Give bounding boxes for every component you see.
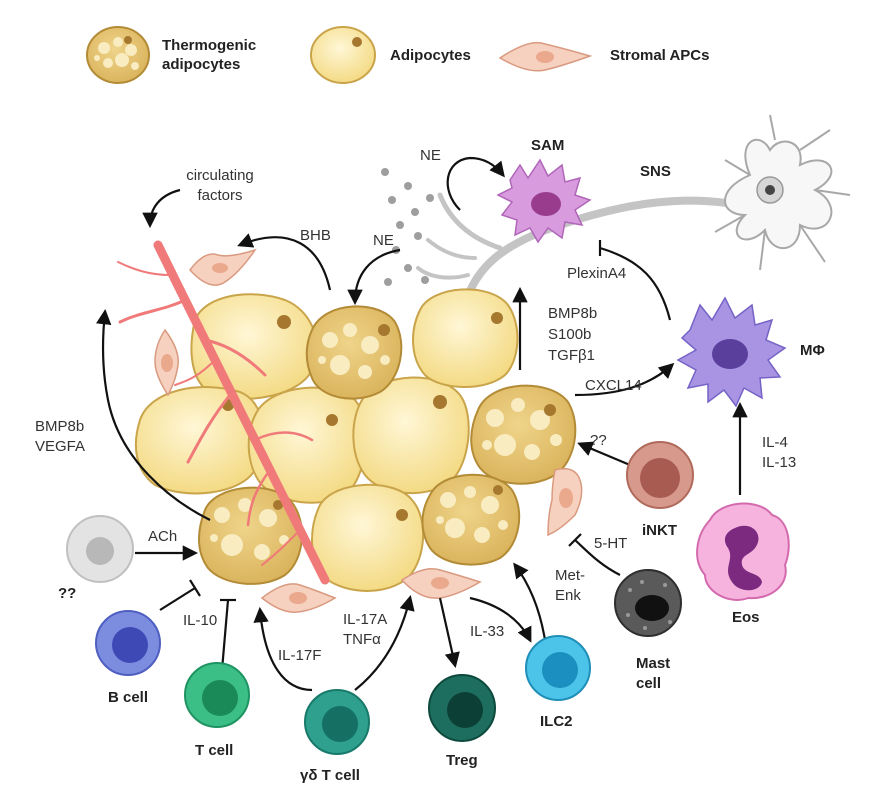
inhibit-tcell [220,599,230,671]
macrophage-label: MΦ [800,342,825,359]
macrophage-cell [676,296,787,408]
gd-t-cell [304,689,370,755]
inhibit-mac-plexin [599,246,672,321]
unknown-cell-label: ?? [58,585,76,602]
ne-label-top: NE [420,147,441,164]
arrow-inkt [577,441,631,467]
arrow-circulating [142,188,181,229]
arrow-il33 [469,596,532,643]
arrow-il17a [354,595,415,691]
stromal-cell-left [154,328,179,397]
sns-neuron [416,114,851,322]
signal-arrows [96,156,748,692]
stromal-cell-top [189,248,257,286]
stromal-cells [154,248,583,613]
ach-label: ACh [148,528,177,545]
legend-adipocyte-icon [310,26,376,84]
legend-stromal-icon [498,41,593,72]
ne-label-mid: NE [373,232,394,249]
arrow-bhb [237,233,332,291]
inkt-unknown-label: ?? [590,432,607,449]
mast-cell [614,569,682,637]
thermo-adipocyte-3 [421,473,521,566]
blood-vessel [117,240,330,585]
treg-cell [428,674,496,742]
inhibit-bcell [159,587,196,611]
arrow-ilc2-metenk [513,562,547,641]
eos-label: Eos [732,609,760,626]
unknown-cell [66,515,134,583]
inkt-cell [626,441,694,509]
eos-cell [696,502,790,601]
sns-label: SNS [640,163,671,180]
treg-label: Treg [446,752,478,769]
5ht-label: 5-HT [594,535,627,552]
inhibit-mast-5ht [574,539,621,576]
gd-t-label: γδ T cell [300,767,360,784]
il33-label: IL-33 [470,623,504,640]
arrow-ne-to-adipo [347,248,401,306]
cxcl14-label: CXCL14 [585,377,642,394]
legend-thermogenic-icon [86,26,150,84]
ne-granules [381,168,434,286]
inkt-label: iNKT [642,522,677,539]
ilc2-cell [525,635,591,701]
arrow-treg [438,597,460,669]
met-enk-label: Met-Enk [555,567,585,604]
arrow-bmp-vegfa [96,308,211,521]
thermo-adipocyte-1 [305,305,403,400]
inhibition-lines [159,240,672,671]
arrow-ne-to-sam [446,156,505,211]
bhb-label: BHB [300,227,331,244]
stromal-cell-right [547,468,583,537]
thermo-adipocyte-4 [198,486,303,585]
legend-adipocyte-label: Adipocytes [390,47,471,64]
ilc2-label: ILC2 [540,713,573,730]
t-cell [184,662,250,728]
stromal-cell-bottom-mid [400,568,482,599]
sam-label: SAM [531,137,564,154]
il10-label: IL-10 [183,612,217,629]
arrow-il17f [253,606,313,692]
stromal-cell-bottom-left [260,583,337,613]
arrow-cxcl14 [574,362,675,397]
adipose-tissue [134,288,577,592]
sam-cell [496,158,592,244]
t-cell-label: T cell [195,742,233,759]
plexin-label: PlexinA4 [567,265,626,282]
thermo-adipocyte-2 [470,384,577,485]
b-cell-label: B cell [108,689,148,706]
b-cell [95,610,161,676]
il17f-label: IL-17F [278,647,321,664]
legend-stromal-label: Stromal APCs [610,47,709,64]
